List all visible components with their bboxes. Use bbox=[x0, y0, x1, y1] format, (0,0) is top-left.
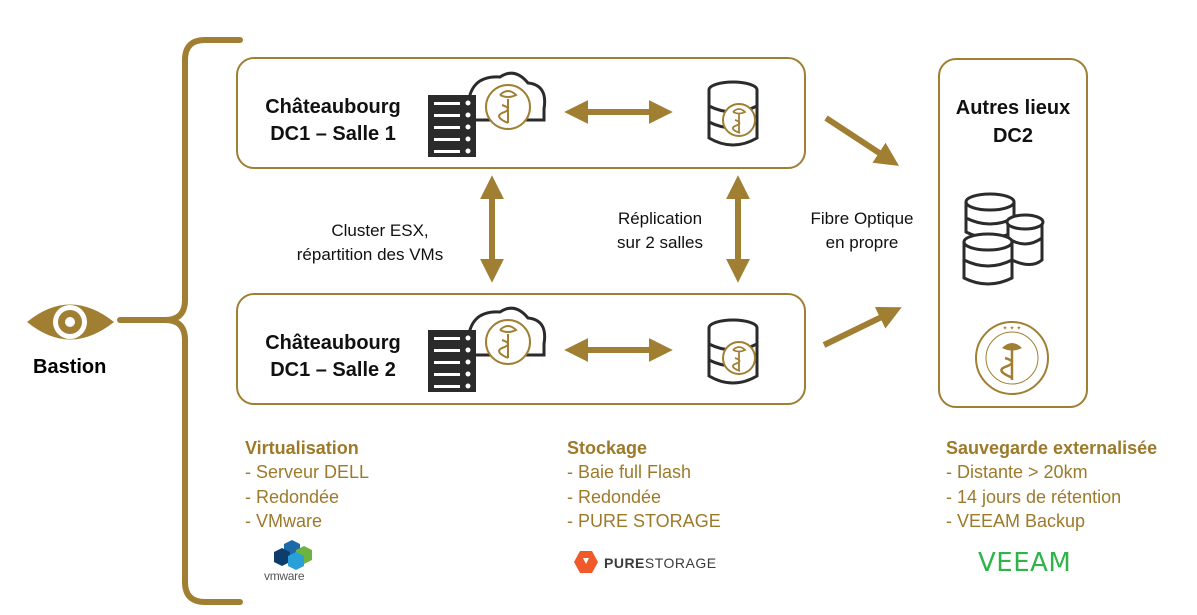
fibre-label-line1: Fibre Optique bbox=[810, 209, 914, 228]
server-cloud-icon bbox=[428, 71, 547, 157]
veeam-logo-text: VEEAM bbox=[978, 548, 1072, 578]
dc2-title-line1: Autres lieux bbox=[955, 97, 1071, 119]
pure-storage-logo-text: PURESTORAGE bbox=[604, 555, 717, 571]
replication-label-line2: sur 2 salles bbox=[617, 233, 703, 252]
fibre-arrow-bottom bbox=[822, 306, 902, 348]
stockage-section: Stockage - Baie full Flash - Redondée - … bbox=[567, 436, 721, 534]
cluster-label-line1: Cluster ESX, bbox=[331, 221, 429, 240]
stockage-item: - Redondée bbox=[567, 486, 662, 507]
svg-text:✦ ✦ ✦: ✦ ✦ ✦ bbox=[1003, 325, 1022, 332]
database-icon bbox=[707, 80, 759, 147]
sauvegarde-section: Sauvegarde externalisée - Distante > 20k… bbox=[946, 436, 1157, 534]
virtualisation-item: - Redondée bbox=[245, 486, 340, 507]
dc1-room1-title-line2: DC1 – Salle 1 bbox=[270, 123, 396, 145]
fibre-arrow-top bbox=[824, 115, 900, 166]
virtualisation-section: Virtualisation - Serveur DELL - Redondée… bbox=[245, 436, 369, 534]
replication-label-line1: Réplication bbox=[617, 209, 703, 228]
server-cloud-icon bbox=[428, 306, 547, 392]
vmware-logo-icon bbox=[274, 540, 312, 570]
eye-icon bbox=[27, 304, 114, 340]
database-icon bbox=[707, 318, 759, 385]
hds-seal-icon: ✦ ✦ ✦ bbox=[975, 321, 1049, 395]
pure-logo-bold: PURE bbox=[604, 555, 645, 571]
stockage-item: - Baie full Flash bbox=[567, 462, 692, 482]
fibre-label-line2: en propre bbox=[825, 233, 899, 252]
virtualisation-item: - VMware bbox=[245, 511, 323, 531]
sauvegarde-item: - 14 jours de rétention bbox=[946, 486, 1122, 507]
sauvegarde-item: - Distante > 20km bbox=[946, 462, 1088, 482]
sauvegarde-item: - VEEAM Backup bbox=[946, 511, 1086, 531]
cluster-label-line2: répartition des VMs bbox=[296, 245, 444, 264]
stockage-title: Stockage bbox=[567, 438, 648, 458]
dc1-room1-title-line1: Châteaubourg bbox=[265, 96, 401, 118]
dc2-title-line2: DC2 bbox=[992, 125, 1033, 147]
database-stack-icon bbox=[962, 192, 1045, 286]
dc1-room2-title-line2: DC1 – Salle 2 bbox=[270, 359, 396, 381]
pure-storage-logo-icon bbox=[574, 551, 598, 573]
stockage-item: - PURE STORAGE bbox=[567, 511, 721, 531]
virtualisation-item: - Serveur DELL bbox=[245, 462, 370, 482]
pure-logo-light: STORAGE bbox=[644, 555, 717, 571]
vmware-logo-text: vmware bbox=[264, 569, 305, 583]
virtualisation-title: Virtualisation bbox=[245, 438, 359, 458]
dc1-room2-title-line1: Châteaubourg bbox=[265, 332, 401, 354]
bastion-label: Bastion bbox=[33, 356, 107, 378]
sauvegarde-title: Sauvegarde externalisée bbox=[946, 438, 1158, 458]
